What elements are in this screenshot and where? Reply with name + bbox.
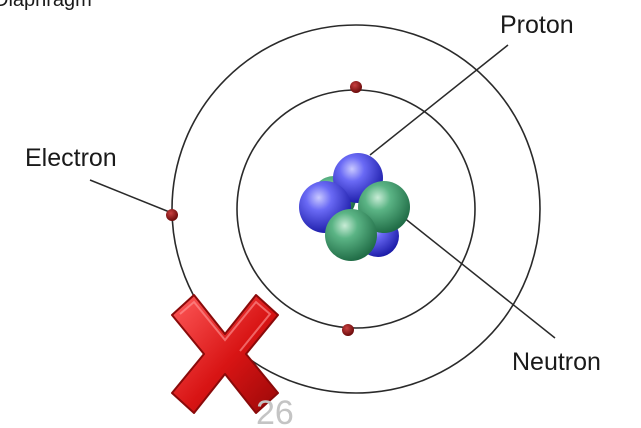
electron-label: Electron	[25, 144, 117, 172]
caption: Diaphragm	[0, 0, 92, 11]
electron-inner-orbit-top	[350, 81, 362, 93]
nucleus	[299, 153, 410, 261]
neutron-bottom	[325, 209, 377, 261]
page-number: 26	[256, 394, 294, 428]
proton-label: Proton	[500, 11, 574, 39]
neutron-leader-line	[398, 213, 555, 338]
inner-orbit	[237, 90, 475, 328]
neutron-label: Neutron	[512, 348, 601, 376]
electron-outer-orbit-left	[166, 209, 178, 221]
proton-leader-line	[370, 45, 508, 155]
electron-leader-line	[90, 180, 172, 213]
electron-inner-orbit-bottom	[342, 324, 354, 336]
